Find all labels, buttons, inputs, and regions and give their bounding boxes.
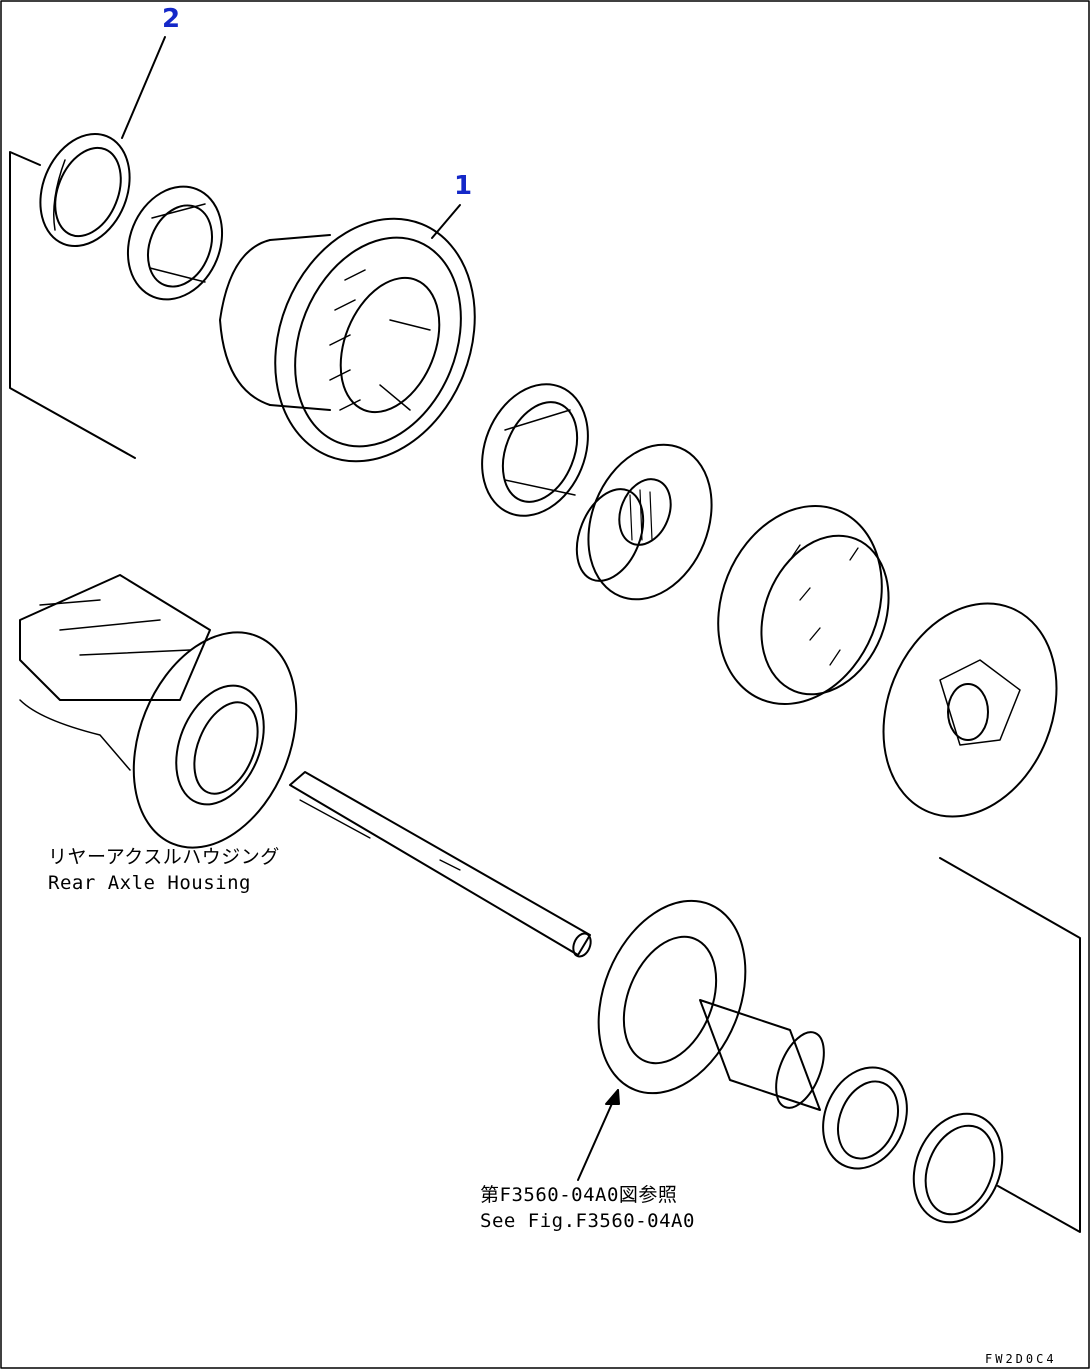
planet-carrier-plate (882, 602, 1058, 818)
leader-line-2 (121, 36, 166, 139)
reference-label-jp: 第F3560-04A0図参照 (480, 1184, 678, 1206)
leader-arrowhead (605, 1089, 620, 1105)
section-bracket-lower (939, 857, 1081, 1233)
rear-axle-housing (19, 574, 298, 849)
callout-2: 2 (162, 4, 181, 34)
tapered-bearing-upper (126, 185, 224, 301)
wheel-hub (597, 899, 825, 1111)
tapered-bearing-middle (481, 383, 589, 517)
splined-carrier (575, 443, 713, 601)
housing-label-jp: リヤーアクスルハウジング (48, 846, 280, 868)
sprocket-hub-part-1 (219, 217, 476, 463)
callout-1: 1 (454, 171, 473, 201)
seal-ring-lower (912, 1112, 1004, 1224)
section-bracket-upper (9, 151, 136, 459)
seal-ring-part-2 (39, 132, 131, 248)
figure-code: FW2D0C4 (985, 1352, 1057, 1366)
tapered-bearing-lower (822, 1066, 908, 1170)
axle-shaft (289, 771, 592, 958)
reference-label-en: See Fig.F3560-04A0 (480, 1210, 695, 1232)
housing-label-en: Rear Axle Housing (48, 872, 251, 894)
ring-gear (717, 505, 890, 705)
